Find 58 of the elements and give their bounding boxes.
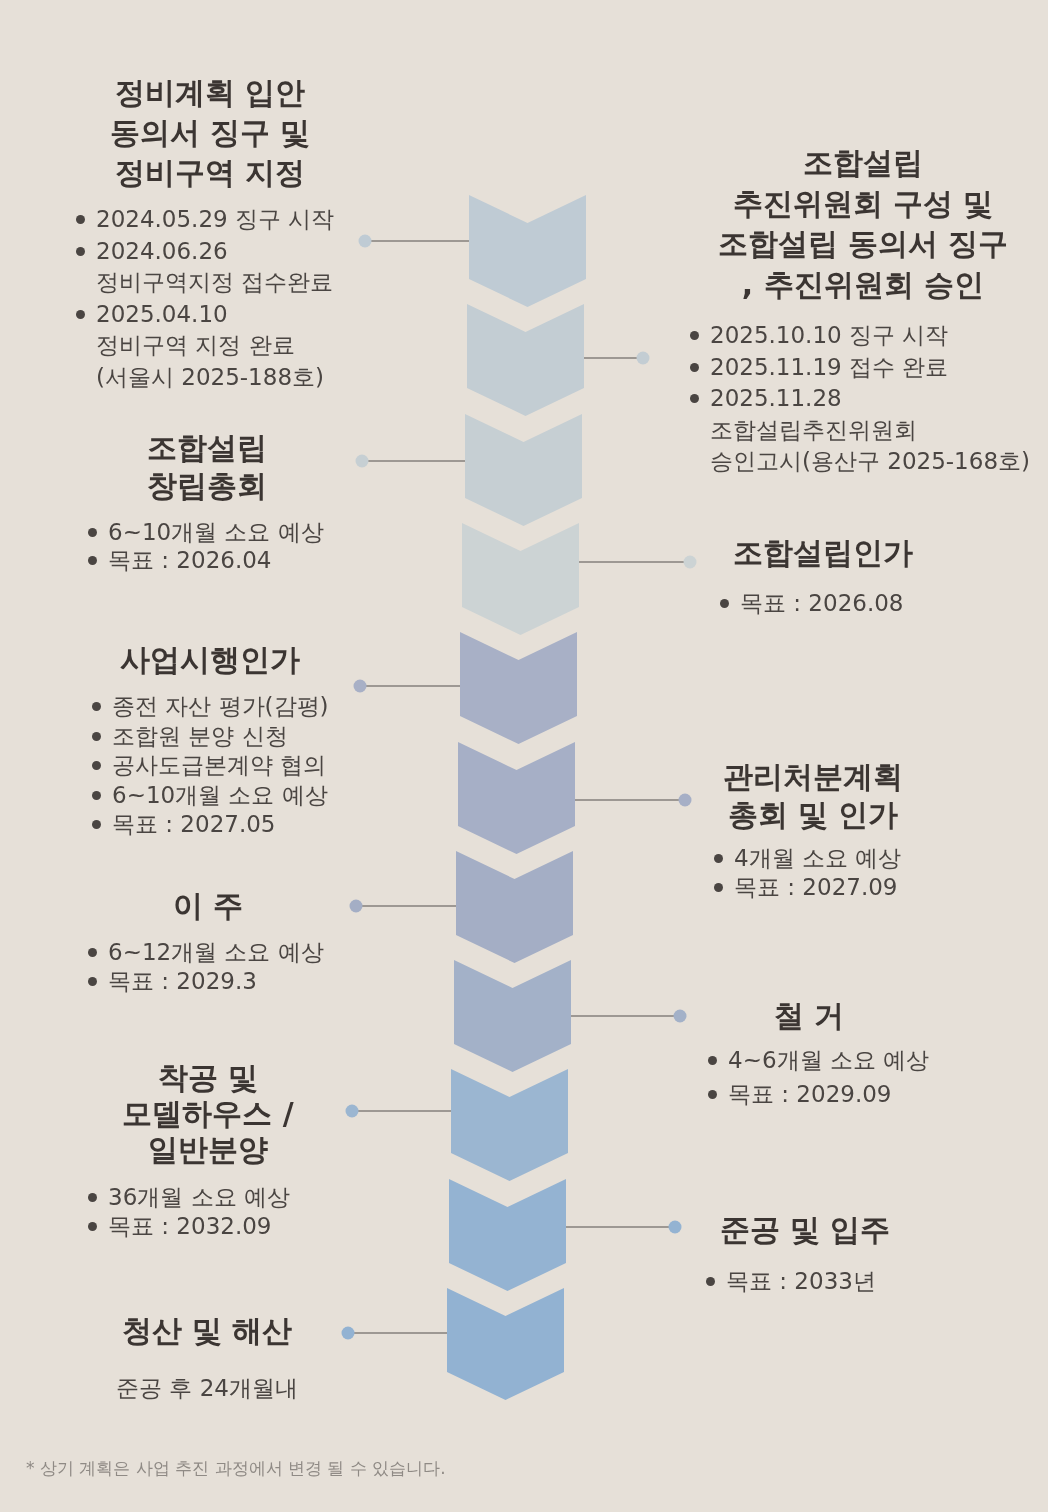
step-title: 철 거 <box>773 997 845 1035</box>
footnote: * 상기 계획은 사업 추진 과정에서 변경 될 수 있습니다. <box>26 1457 446 1480</box>
chevron-shape <box>449 1179 566 1291</box>
leader-line <box>353 679 461 693</box>
leader-line <box>570 1009 687 1023</box>
step-title: 사업시행인가 <box>120 641 300 679</box>
step-title: 정비계획 입안 동의서 징구 및 정비구역 지정 <box>109 74 311 192</box>
step-detail: 목표 : 2029.09 <box>728 1080 892 1109</box>
step-detail: 종전 자산 평가(감평) <box>112 692 329 721</box>
step-title: 조합설립 창립총회 <box>147 429 267 505</box>
step-detail: 목표 : 2033년 <box>726 1267 876 1296</box>
chevron-shape <box>456 851 573 963</box>
step-detail: 목표 : 2029.3 <box>108 967 257 996</box>
step-detail: 6~10개월 소요 예상 <box>112 780 328 810</box>
step-detail: 목표 : 2027.09 <box>734 873 898 902</box>
leader-line <box>345 1104 452 1118</box>
step-title: 착공 및 모델하우스 / 일반분양 <box>122 1060 294 1168</box>
chevron-shape <box>460 632 577 744</box>
chevron-shape <box>469 195 586 307</box>
leader-line <box>578 555 697 569</box>
chevron-shape <box>467 304 584 416</box>
leader-line <box>355 454 466 468</box>
chevron-shape <box>462 523 579 635</box>
step-detail: 목표 : 2026.04 <box>108 546 272 574</box>
leader-line <box>565 1220 682 1234</box>
leader-line <box>341 1326 448 1340</box>
step-detail: 2025.11.19 접수 완료 <box>710 352 949 382</box>
step-title: 조합설립인가 <box>732 534 913 572</box>
step-detail: 조합원 분양 신청 <box>112 721 288 751</box>
step-detail: 2025.11.28 조합설립추진위원회 승인고시(용산구 2025-168호) <box>710 384 1030 476</box>
step-title: 조합설립 추진위원회 구성 및 조합설립 동의서 징구 , 추진위원회 승인 <box>717 144 1009 304</box>
chevron-shape <box>458 742 575 854</box>
step-detail: 4개월 소요 예상 <box>734 844 902 873</box>
leader-line <box>358 234 470 248</box>
step-detail: 4~6개월 소요 예상 <box>728 1046 930 1075</box>
step-detail: 목표 : 2032.09 <box>108 1212 272 1241</box>
step-title: 준공 및 입주 <box>719 1211 891 1249</box>
step-detail: 2024.05.29 징구 시작 <box>96 205 335 234</box>
step-detail: 2025.04.10 정비구역 지정 완료 (서울시 2025-188호) <box>96 299 324 392</box>
leader-line <box>349 899 457 913</box>
step-detail: 2025.10.10 징구 시작 <box>710 321 949 350</box>
step-detail: 36개월 소요 예상 <box>108 1183 290 1212</box>
step-detail: 6~10개월 소요 예상 <box>108 518 324 546</box>
step-detail: 6~12개월 소요 예상 <box>108 938 324 967</box>
step-detail: 2024.06.26 정비구역지정 접수완료 <box>96 236 334 297</box>
chevron-shape <box>465 414 582 526</box>
step-detail: 준공 후 24개월내 <box>116 1374 298 1403</box>
chevron-shape <box>451 1069 568 1181</box>
chevron-shape <box>454 960 571 1072</box>
step-detail: 공사도급본계약 협의 <box>112 751 327 780</box>
step-title: 이 주 <box>172 887 244 925</box>
step-detail: 목표 : 2026.08 <box>740 589 904 618</box>
chevron-shape <box>447 1288 564 1400</box>
step-detail: 목표 : 2027.05 <box>112 810 276 839</box>
step-title: 관리처분계획 총회 및 인가 <box>723 758 903 834</box>
leader-line <box>583 351 650 365</box>
leader-line <box>574 793 692 807</box>
step-title: 청산 및 해산 <box>121 1312 293 1350</box>
